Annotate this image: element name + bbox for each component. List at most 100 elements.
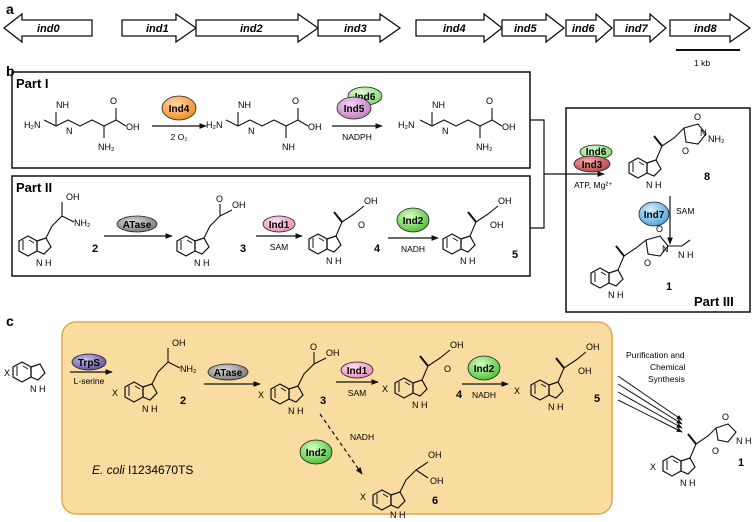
compound-5-c: 5 (594, 393, 600, 405)
atom-label: N H (142, 404, 158, 414)
atom-label: OH (364, 196, 378, 206)
enzyme-ind3 (573, 155, 611, 173)
atom-label: OH (428, 450, 442, 460)
atom-label: O (444, 364, 451, 374)
enzyme-ind2-label: Ind2 (306, 448, 327, 459)
atom-label: OH (490, 220, 504, 230)
enzyme-atase-label: ATase (214, 368, 243, 379)
enzyme-atase (116, 215, 158, 233)
atom-label: O (486, 96, 493, 106)
structure-compound-5 (442, 233, 476, 255)
enzyme-ind2 (396, 207, 430, 233)
compound-2-c: 2 (180, 395, 186, 407)
cofactor-nadh-c: NADH (472, 390, 496, 400)
atom-label: OH (126, 122, 140, 132)
atom-label: OH (498, 196, 512, 206)
atom-label: O (310, 342, 317, 352)
gene-arrow-ind6 (565, 12, 613, 44)
compound-3-c: 3 (320, 395, 326, 407)
enzyme-atase-label: ATase (123, 220, 152, 231)
atom-label: OH (502, 122, 516, 132)
atom-label: NH (238, 100, 251, 110)
enzyme-ind7-label: Ind7 (644, 210, 665, 221)
purification-line-1: Purification and (626, 350, 685, 360)
atom-label: N H (36, 258, 52, 268)
structure-compound-1 (590, 267, 624, 289)
enzyme-ind1-c (340, 361, 374, 379)
cofactor-sam-ind7: SAM (676, 206, 694, 216)
atom-label: N H (680, 478, 696, 488)
atom-label: NH₂ (74, 218, 91, 228)
part-three-box (565, 107, 751, 313)
gene-arrow-ind0 (2, 12, 93, 44)
atom-label: X (258, 390, 264, 400)
gene-label: ind5 (514, 23, 537, 35)
structure-compound-8 (628, 157, 662, 179)
atom-label: O (712, 446, 719, 456)
dashed-arrow-side-reaction (319, 413, 363, 475)
enzyme-ind1-label: Ind1 (347, 366, 368, 377)
atom-label: N (66, 126, 73, 136)
atom-label: H₂N (24, 120, 41, 130)
atom-label: NH₂ (476, 142, 493, 152)
part-one-box (11, 71, 531, 169)
part-three-label: Part III (694, 294, 734, 309)
gene-arrow-ind1 (121, 12, 198, 44)
enzyme-ind5-label: Ind5 (344, 104, 365, 115)
enzyme-ind6-label: Ind6 (586, 147, 607, 158)
scale-bar-label: 1 kb (694, 58, 710, 68)
cofactor-nadh: NADH (401, 244, 425, 254)
atom-label: O (644, 258, 651, 268)
compound-4-c: 4 (456, 389, 463, 401)
atom-label: X (360, 492, 366, 502)
structure-compound-4 (308, 233, 342, 255)
cofactor-nadph: NADPH (342, 132, 372, 142)
gene-label: ind7 (625, 23, 648, 35)
atom-label: OH (172, 338, 186, 348)
strain-label: E. coli I1234670TS (92, 463, 193, 477)
compound-3: 3 (240, 243, 246, 255)
atom-label: H₂N (398, 120, 415, 130)
gene-arrow-ind4 (415, 12, 504, 44)
atom-label: O (216, 194, 223, 204)
enzyme-ind2-label: Ind2 (403, 216, 424, 227)
compound-6: 6 (432, 495, 438, 507)
atom-label: NH₂ (708, 134, 725, 144)
atom-label: N H (646, 180, 662, 190)
compound-2: 2 (92, 243, 98, 255)
structure-compound-1-final (662, 455, 696, 477)
atom-label: OH (308, 122, 322, 132)
part-two-box (11, 175, 531, 277)
panel-a-label: a (6, 1, 14, 17)
enzyme-atase-c (207, 363, 249, 381)
cofactor-serine: L-serine (74, 376, 105, 386)
enzyme-trps-label: TrpS (78, 358, 101, 369)
enzyme-ind5 (336, 96, 372, 120)
atom-label: OH (232, 200, 246, 210)
atom-label: X (112, 388, 118, 398)
gene-arrow-ind8 (669, 12, 752, 44)
gene-cluster: ind0 ind1 ind2 ind3 ind4 ind5 ind6 ind7 … (2, 12, 752, 44)
gene-label: ind6 (572, 23, 595, 35)
atom-label: O (722, 412, 729, 422)
compound-1: 1 (666, 281, 672, 293)
atom-label: N H (736, 436, 752, 446)
enzyme-ind3-label: Ind3 (582, 160, 603, 171)
atom-label: OH (430, 476, 444, 486)
atom-label: N H (678, 250, 694, 260)
atom-label: N H (194, 258, 210, 268)
cofactor-nadh-side: NADH (350, 432, 374, 442)
atom-label: O (358, 220, 365, 230)
atom-label: N H (288, 406, 304, 416)
structure-arginine (43, 108, 127, 138)
panel-c-label: c (6, 313, 14, 329)
enzyme-ind1 (262, 215, 296, 233)
compound-1-final: 1 (738, 457, 744, 469)
atom-label: X (4, 368, 10, 378)
gene-arrow-ind7 (613, 12, 667, 44)
atom-label: NH (56, 100, 69, 110)
gene-label: ind2 (240, 23, 263, 35)
atom-label: N H (326, 256, 342, 266)
structure-part-one-product (419, 108, 503, 138)
